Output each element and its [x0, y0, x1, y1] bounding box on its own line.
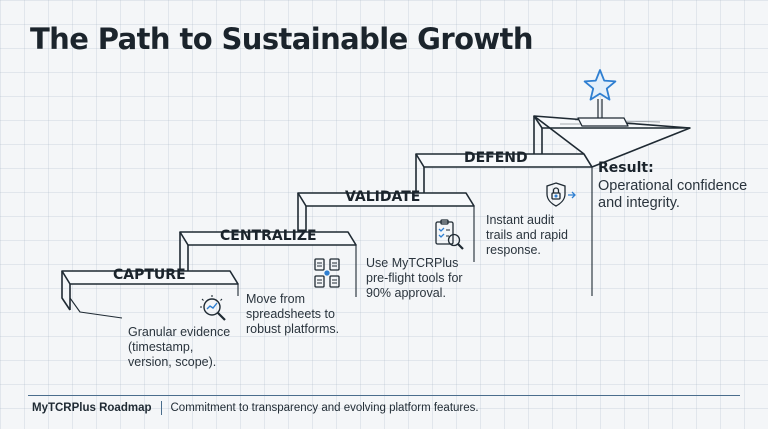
footer-separator: [160, 401, 162, 415]
step-centralize-label: CENTRALIZE: [220, 228, 317, 244]
magnifier-chart-icon: [200, 295, 226, 321]
checklist-magnifier-icon: [435, 219, 464, 250]
step-defend-label: DEFEND: [464, 150, 528, 166]
page-title: The Path to Sustainable Growth: [30, 22, 534, 56]
step-centralize-description: Move from spreadsheets to robust platfor…: [246, 292, 340, 336]
shield-lock-icon: [546, 182, 576, 207]
result-heading: Result:: [598, 160, 654, 176]
step-defend-description: Instant audit trails and rapid response.: [486, 213, 568, 257]
footer: MyTCRPlus Roadmap Commitment to transpar…: [32, 401, 479, 415]
step-validate-label: VALIDATE: [345, 189, 421, 205]
footer-tagline: Commitment to transparency and evolving …: [170, 402, 479, 414]
step-validate-description: Use MyTCRPlus pre-flight tools for 90% a…: [366, 256, 463, 300]
footer-divider: [28, 395, 740, 396]
result-text: Operational confidence and integrity.: [598, 178, 748, 211]
star-trophy-icon: [583, 69, 617, 110]
step-capture-label: CAPTURE: [113, 267, 186, 283]
step-capture-description: Granular evidence (timestamp, version, s…: [128, 325, 231, 369]
documents-network-icon: [314, 258, 340, 288]
footer-brand: MyTCRPlus Roadmap: [32, 402, 152, 414]
